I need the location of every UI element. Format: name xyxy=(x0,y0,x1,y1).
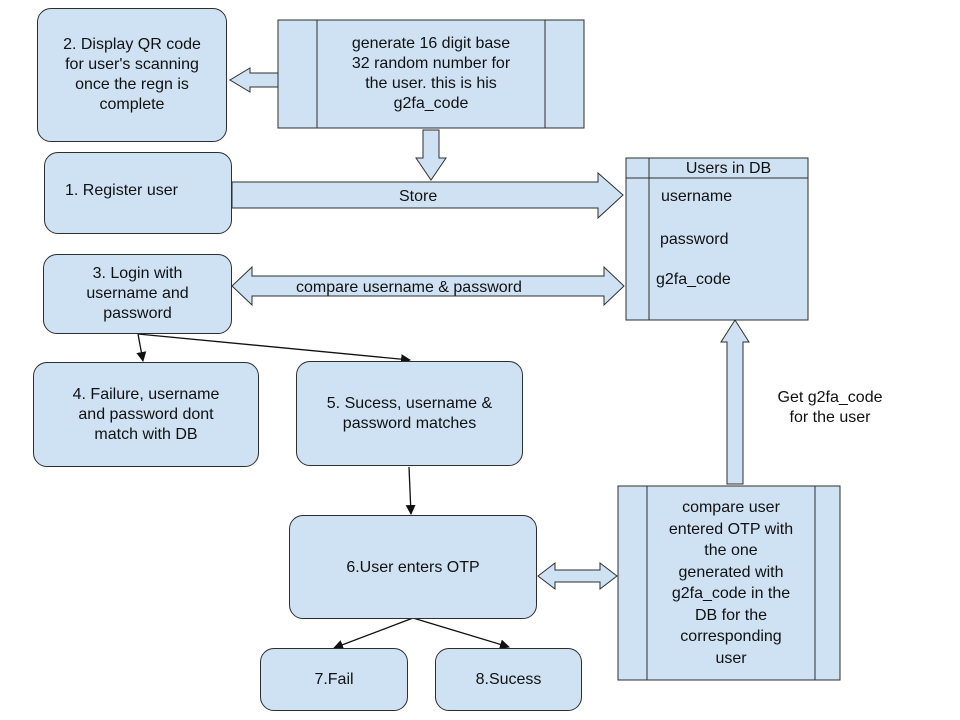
node-generate-code-text: generate 16 digit base 32 random number … xyxy=(317,20,545,128)
block-arrow-generate-to-qr xyxy=(229,67,279,93)
block-arrow-store xyxy=(231,171,624,220)
db-field-password: password xyxy=(660,231,729,248)
edge-label-get-code: Get g2fa_code for the user xyxy=(777,389,883,426)
node-display-qr-text: 2. Display QR code for user's scanning o… xyxy=(63,36,201,113)
node-success: 8.Sucess xyxy=(435,648,582,711)
node-register-user-text: 1. Register user xyxy=(65,182,178,199)
arrow-otp-to-fail xyxy=(333,617,414,650)
block-arrow-otp-compare xyxy=(537,561,618,591)
arrow-success-to-otp xyxy=(405,466,416,515)
arrow-otp-to-success xyxy=(412,617,510,650)
block-arrow-get-code xyxy=(720,319,750,485)
node-fail-text: 7.Fail xyxy=(314,670,354,688)
generate-code-label: generate 16 digit base 32 random number … xyxy=(351,35,511,112)
block-arrow-compare-credentials xyxy=(231,265,625,307)
node-enter-otp-text: 6.User enters OTP xyxy=(346,559,480,576)
node-success-login: 5. Sucess, username & password matches xyxy=(296,361,523,466)
node-login: 3. Login with username and password xyxy=(43,254,232,334)
db-table-title: Users in DB xyxy=(685,160,772,177)
node-compare-otp-text: compare user entered OTP with the one ge… xyxy=(647,488,815,678)
node-display-qr: 2. Display QR code for user's scanning o… xyxy=(37,8,227,142)
arrow-login-to-success xyxy=(137,333,411,365)
compare-otp-process xyxy=(617,485,841,681)
node-register-user: 1. Register user xyxy=(44,152,232,234)
db-field-g2fa-code: g2fa_code xyxy=(656,271,731,288)
edge-label-compare-credentials: compare username & password xyxy=(296,279,522,296)
node-failure-text: 4. Failure, username and password dont m… xyxy=(72,385,220,443)
db-field-username: username xyxy=(661,188,733,205)
node-login-text: 3. Login with username and password xyxy=(86,265,189,322)
node-fail: 7.Fail xyxy=(260,648,408,711)
node-enter-otp: 6.User enters OTP xyxy=(289,515,537,619)
node-success-login-text: 5. Sucess, username & password matches xyxy=(326,395,493,432)
generate-code-process xyxy=(277,19,585,129)
users-db-table xyxy=(625,157,809,321)
arrow-login-to-failure xyxy=(136,333,147,362)
node-failure: 4. Failure, username and password dont m… xyxy=(33,362,259,467)
edge-label-store: Store xyxy=(399,188,438,205)
block-arrow-generate-down xyxy=(415,129,447,181)
node-success-text: 8.Sucess xyxy=(475,670,542,688)
compare-otp-label: compare user entered OTP with the one ge… xyxy=(668,499,794,667)
